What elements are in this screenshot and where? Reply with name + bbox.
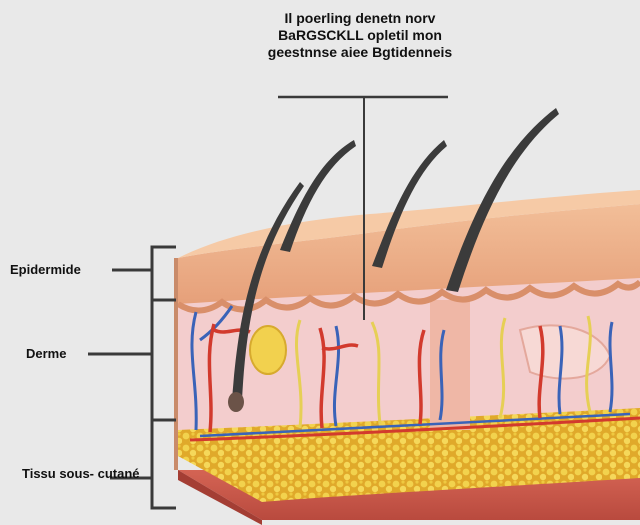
sebaceous-gland bbox=[250, 326, 286, 374]
hair-bulb bbox=[228, 392, 244, 412]
bracket-hypodermis bbox=[152, 420, 176, 508]
bracket-dermis bbox=[152, 300, 176, 420]
label-hypodermis: Tissu sous- cutané bbox=[22, 466, 146, 481]
bracket-epidermis bbox=[152, 247, 176, 300]
block-left-face bbox=[174, 258, 178, 470]
label-dermis: Derme bbox=[26, 346, 66, 361]
top-annotation: Il poerling denetn norv BaRGSCKLL opleti… bbox=[250, 10, 470, 61]
follicle-section bbox=[430, 300, 470, 430]
label-epidermis: Epidermide bbox=[10, 262, 81, 277]
